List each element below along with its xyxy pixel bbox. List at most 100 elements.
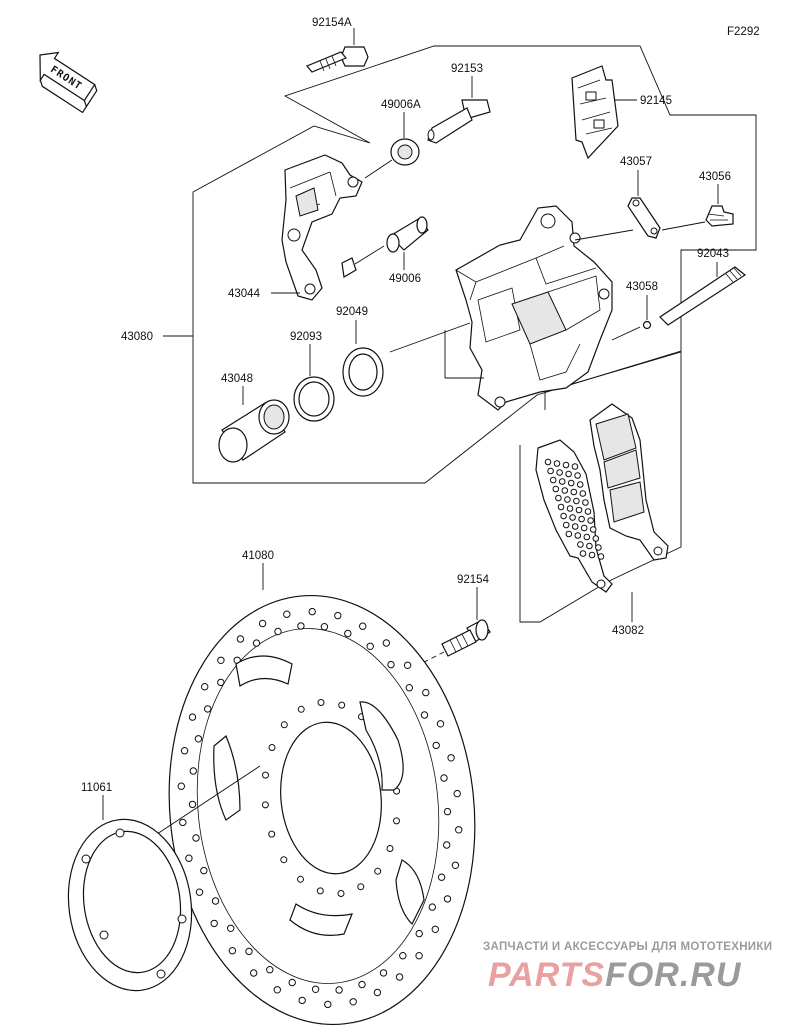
pad-backing-hole — [573, 497, 580, 505]
disc-vent-hole — [192, 834, 200, 842]
disc-vent-hole — [252, 639, 261, 647]
disc-vent-hole — [455, 826, 463, 834]
label-43082: 43082 — [612, 625, 644, 637]
label-92154a: 92154A — [312, 17, 352, 29]
disc-mount-hole — [268, 744, 276, 751]
pad-backing-hole — [587, 517, 594, 524]
label-11061: 11061 — [81, 782, 112, 794]
pad-backing-hole — [562, 461, 570, 469]
disc-vent-hole — [344, 629, 352, 638]
pad-backing-hole — [561, 487, 569, 494]
pad-backing-hole — [555, 494, 562, 502]
label-43080: 43080 — [121, 331, 153, 343]
disc-vent-hole — [349, 998, 357, 1006]
pad-backing-hole — [579, 490, 587, 497]
disc-vent-hole — [250, 969, 258, 977]
pad-backing-hole — [597, 553, 605, 560]
disc-vent-hole — [227, 924, 235, 932]
disc-vent-hole — [436, 720, 445, 728]
disc-vent-hole — [311, 985, 320, 993]
pad-pin-92043 — [659, 262, 747, 326]
disc-mount-hole — [357, 883, 365, 891]
label-92093: 92093 — [290, 331, 322, 343]
disc-vent-hole — [422, 688, 430, 697]
label-92153: 92153 — [451, 63, 483, 75]
disc-vent-hole — [443, 841, 451, 849]
bleeder-valve-43056 — [661, 184, 734, 231]
disc-vent-hole — [432, 741, 440, 750]
disc-vent-hole — [188, 713, 197, 721]
pad-backing-hole — [589, 526, 597, 533]
watermark-tagline: ЗАПЧАСТИ И АКСЕССУАРЫ ДЛЯ МОТОТЕХНИКИ — [483, 941, 772, 953]
disc-mount-hole — [297, 705, 305, 713]
disc-vent-hole — [185, 854, 193, 862]
pad-backing-hole — [565, 530, 573, 538]
piston-seal-92093 — [293, 344, 335, 422]
disc-vent-hole — [194, 735, 203, 743]
disc-vent-hole — [245, 947, 253, 956]
label-43048: 43048 — [221, 373, 253, 385]
disc-vent-hole — [188, 800, 197, 809]
disc-vent-hole — [228, 947, 237, 955]
pad-backing-hole — [592, 535, 600, 542]
hanger-43057 — [627, 170, 661, 239]
label-49006a: 49006A — [381, 99, 421, 111]
disc-vent-hole — [283, 610, 291, 618]
disc-mount-hole — [280, 721, 288, 729]
pad-backing-hole — [549, 476, 557, 484]
pad-spring-92145 — [571, 65, 637, 160]
disc-vent-hole — [204, 705, 212, 713]
pad-backing-hole — [584, 508, 592, 515]
pad-backing-hole — [558, 478, 566, 485]
disc-mount-hole — [316, 887, 324, 895]
pad-backing-hole — [577, 541, 584, 548]
pad-backing-hole — [553, 460, 561, 467]
pad-backing-hole — [564, 496, 571, 503]
disc-mount-hole — [338, 701, 346, 709]
disc-vent-hole — [200, 866, 208, 875]
disc-mount-hole — [393, 817, 400, 825]
disc-mount-hole — [262, 771, 269, 779]
pad-backing-hole — [575, 506, 583, 514]
disc-vent-hole — [308, 607, 316, 616]
pad-backing-hole — [576, 481, 584, 488]
disc-vent-hole — [298, 996, 306, 1005]
disc-vent-hole — [359, 622, 367, 630]
pad-backing-hole — [556, 469, 563, 476]
disc-vent-hole — [443, 807, 452, 816]
disc-vent-hole — [180, 747, 189, 755]
caliper-assembly-outline — [192, 45, 757, 484]
disc-vent-hole — [217, 656, 225, 664]
disc-vent-hole — [334, 611, 342, 620]
disc-mount-hole — [337, 890, 345, 897]
disc-vent-hole — [373, 988, 382, 997]
pad-backing-hole — [562, 521, 570, 529]
disc-mount-hole — [268, 830, 276, 838]
label-43057: 43057 — [620, 156, 652, 168]
pad-backing-hole — [579, 550, 587, 557]
disc-mount-hole — [374, 867, 382, 875]
disc-vent-hole — [431, 925, 439, 933]
label-92049: 92049 — [336, 306, 368, 318]
caliper-body — [389, 205, 641, 411]
slide-pin-92153 — [427, 76, 491, 144]
label-92043: 92043 — [697, 248, 729, 260]
disc-vent-hole — [266, 966, 274, 974]
disc-vent-hole — [210, 919, 218, 928]
pad-backing-hole — [580, 524, 588, 532]
disc-vent-hole — [297, 622, 305, 630]
pad-backing-hole — [557, 503, 565, 511]
brake-pad-rear — [589, 403, 669, 589]
disc-vent-hole — [201, 683, 209, 691]
disc-vent-hole — [335, 986, 343, 994]
disc-mount-hole — [317, 699, 325, 706]
disc-vent-hole — [177, 782, 186, 790]
boot-49006a — [364, 112, 420, 179]
label-49006: 49006 — [389, 273, 421, 285]
disc-vent-hole — [274, 627, 282, 636]
pad-backing-hole — [586, 542, 593, 550]
dust-seal-92049 — [342, 320, 384, 397]
pad-backing-hole — [547, 467, 554, 475]
disc-vent-hole — [217, 678, 225, 687]
disc-vent-hole — [403, 661, 412, 669]
